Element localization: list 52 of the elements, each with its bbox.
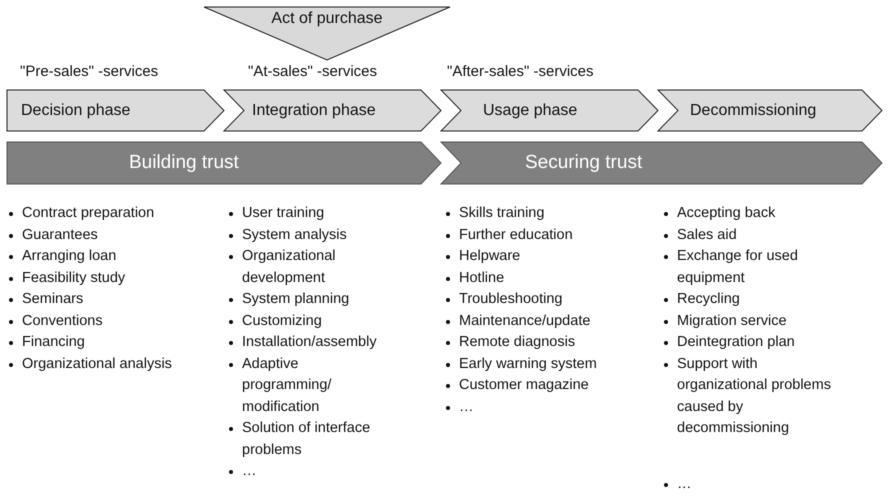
node-label: Securing trust [525,152,642,174]
bullet-item: Conventions [22,312,103,328]
bullet-item: Skills training [459,205,544,221]
bullet-item: Customizing [242,312,322,328]
bullet-item: Sales aid [677,226,737,242]
bullet-item: User training [242,205,324,221]
bullet-item: Customer magazine [459,377,589,393]
bullet-item: Exchange for used equipment [677,248,798,286]
bullet-item: Migration service [677,312,787,328]
bullet-item: Accepting back [677,205,776,221]
bullet-item: Adaptive programming/ modification [242,356,332,414]
bullet-item: Helpware [459,248,520,264]
bullet-item: Early warning system [459,356,597,372]
bullet-item: Recycling [677,291,740,307]
bullet-item: Contract preparation [22,205,154,221]
trust-banner [7,142,441,184]
bullet-item: System analysis [242,226,347,242]
bullet-item: Hotline [459,270,504,286]
bullet-item: Deintegration plan [677,334,795,350]
bullet-item: Feasibility study [22,270,126,286]
node-label: Decision phase [21,102,130,120]
bullet-item: Solution of interface problems [242,420,370,458]
bullet-item: Seminars [22,291,84,307]
bullet-item: Arranging loan [22,248,116,264]
node-label: Integration phase [252,102,376,120]
phase-banner [441,90,658,131]
phase-banner [7,90,224,131]
bullet-item: Installation/assembly [242,334,377,350]
bullet-item: Support with organizational problems caused by decommissioning [677,356,831,436]
service-label: "At-sales" -services [248,63,378,80]
bullet-item: Troubleshooting [459,291,562,307]
bullet-item: Maintenance/update [459,312,590,328]
bullet-item: … [459,398,474,414]
bullet-item: Financing [22,334,85,350]
service-label: "After-sales" -services [447,63,594,80]
bullet-item: Organizational analysis [22,356,172,372]
node-label: Building trust [129,152,239,174]
bullet-item: Organizational development [242,248,336,286]
phase-banner [224,90,441,131]
bullet-item: Further education [459,226,573,242]
node-label: Act of purchase [271,10,383,28]
down-triangle [204,7,450,60]
bullet-item: Remote diagnosis [459,334,576,350]
bullet-item: … [677,476,692,492]
bullet-item: System planning [242,291,350,307]
bullet-item: Guarantees [22,226,98,242]
trust-banner [441,142,882,184]
service-label: "Pre-sales" -services [20,63,158,80]
node-label: Decommissioning [690,102,816,120]
node-label: Usage phase [483,102,578,120]
bullet-item: … [242,463,256,479]
phase-banner [658,90,882,131]
